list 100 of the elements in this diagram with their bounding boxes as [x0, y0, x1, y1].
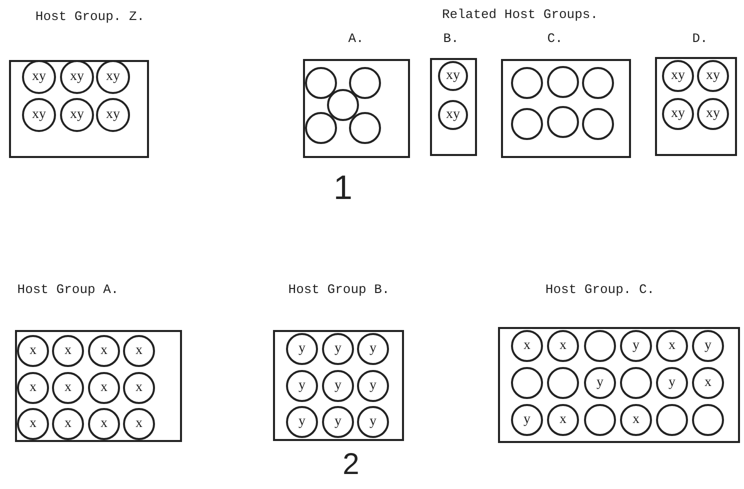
empty-circle — [547, 367, 579, 399]
labeled-circle — [17, 335, 49, 367]
circle-text: y — [632, 339, 640, 353]
labeled-circle — [620, 404, 652, 436]
circle-text: y — [704, 339, 712, 353]
circle-text: x — [64, 344, 72, 358]
circle-text: y — [370, 415, 376, 429]
labeled-circle — [52, 408, 84, 440]
labeled-circle — [322, 406, 354, 438]
empty-circle — [656, 404, 688, 436]
circle-text: xy — [671, 107, 685, 121]
labeled-circle — [17, 372, 49, 404]
labeled-circle — [438, 61, 468, 91]
section-heading: Related Host Groups. — [442, 8, 598, 22]
labeled-circle — [662, 60, 694, 92]
empty-circle — [547, 106, 579, 138]
circle-text: x — [632, 413, 640, 427]
circle-text: xy — [106, 70, 120, 84]
group-heading: Host Group B. — [287, 281, 391, 298]
circle-text: y — [334, 379, 342, 393]
labeled-circle — [584, 367, 616, 399]
circle-text: y — [298, 379, 306, 393]
labeled-circle — [511, 330, 543, 362]
labeled-circle — [123, 372, 155, 404]
labeled-circle — [692, 330, 724, 362]
circle-text: xy — [671, 69, 685, 83]
labeled-circle — [656, 330, 688, 362]
empty-circle — [349, 67, 381, 99]
circle-text: xy — [32, 108, 46, 122]
labeled-circle — [88, 372, 120, 404]
labeled-circle — [357, 406, 389, 438]
circle-text: y — [298, 342, 306, 356]
group-heading: Host Group. Z. — [35, 8, 145, 25]
labeled-circle — [547, 330, 579, 362]
labeled-circle — [22, 60, 56, 94]
circle-text: y — [298, 415, 306, 429]
circle-text: x — [100, 417, 108, 431]
circle-text: x — [100, 381, 108, 395]
circle-text: y — [334, 415, 342, 429]
circle-text: xy — [70, 108, 84, 122]
labeled-circle — [656, 367, 688, 399]
circle-text: x — [136, 381, 142, 395]
labeled-circle — [96, 98, 130, 132]
group-heading: Host Group A. — [16, 281, 120, 298]
empty-circle — [584, 330, 616, 362]
circle-text: x — [64, 417, 72, 431]
labeled-circle — [662, 98, 694, 130]
empty-circle — [582, 108, 614, 140]
circle-text: x — [560, 413, 566, 427]
circle-text: x — [100, 344, 108, 358]
circle-text: y — [524, 413, 530, 427]
circle-text: x — [64, 381, 72, 395]
circle-text: y — [370, 342, 376, 356]
labeled-circle — [123, 335, 155, 367]
labeled-circle — [286, 406, 318, 438]
group-heading: C. — [546, 30, 564, 47]
circle-text: xy — [70, 70, 84, 84]
circle-text: x — [704, 376, 712, 390]
labeled-circle — [88, 335, 120, 367]
labeled-circle — [697, 98, 729, 130]
empty-circle — [547, 66, 579, 98]
circle-text: x — [668, 339, 676, 353]
group-heading: Host Group. C. — [544, 281, 656, 298]
labeled-circle — [88, 408, 120, 440]
empty-circle — [327, 89, 359, 121]
empty-circle — [511, 108, 543, 140]
empty-circle — [692, 404, 724, 436]
labeled-circle — [123, 408, 155, 440]
circle-text: xy — [446, 108, 460, 122]
circle-text: xy — [706, 69, 720, 83]
figure-number: 2 — [342, 448, 360, 481]
circle-text: xy — [32, 70, 46, 84]
labeled-circle — [52, 372, 84, 404]
group-heading: A. — [347, 30, 365, 47]
labeled-circle — [96, 60, 130, 94]
circle-text: xy — [106, 108, 120, 122]
labeled-circle — [17, 408, 49, 440]
circle-text: xy — [706, 107, 720, 121]
labeled-circle — [438, 100, 468, 130]
labeled-circle — [620, 330, 652, 362]
circle-text: x — [30, 381, 36, 395]
circle-text: y — [668, 376, 676, 390]
labeled-circle — [511, 404, 543, 436]
empty-circle — [584, 404, 616, 436]
empty-circle — [305, 67, 337, 99]
circle-text: y — [370, 379, 376, 393]
labeled-circle — [60, 98, 94, 132]
labeled-circle — [22, 98, 56, 132]
circle-text: x — [524, 339, 530, 353]
circle-text: x — [136, 417, 142, 431]
labeled-circle — [286, 333, 318, 365]
labeled-circle — [322, 370, 354, 402]
circle-text: x — [30, 344, 36, 358]
labeled-circle — [52, 335, 84, 367]
labeled-circle — [357, 333, 389, 365]
empty-circle — [349, 112, 381, 144]
group-heading: D. — [691, 30, 709, 47]
circle-text: y — [596, 376, 604, 390]
labeled-circle — [697, 60, 729, 92]
group-heading: B. — [442, 30, 460, 47]
